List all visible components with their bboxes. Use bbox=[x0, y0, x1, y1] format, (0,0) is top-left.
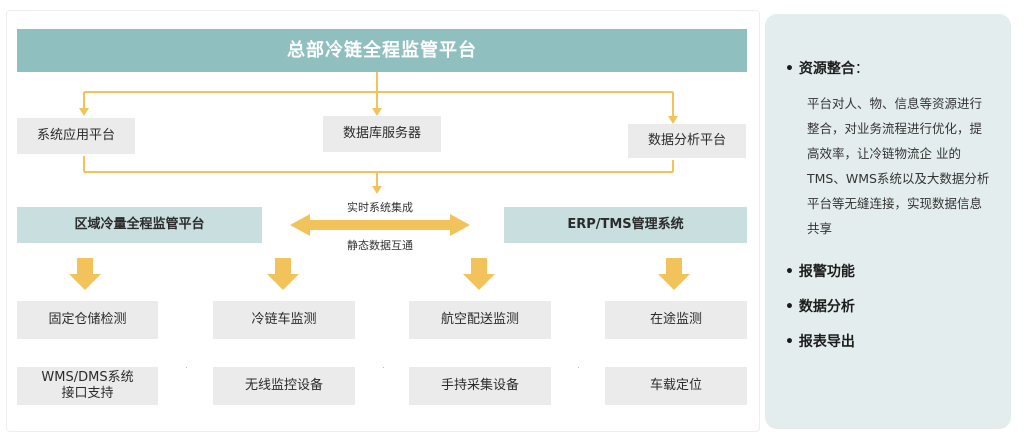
device-wms-dms: WMS/DMS系统 接口支持 bbox=[17, 367, 158, 405]
down-arrow-4 bbox=[658, 258, 690, 290]
down-arrow-1 bbox=[69, 258, 101, 290]
erp-tms-system: ERP/TMS管理系统 bbox=[504, 207, 747, 243]
down-arrow-2 bbox=[267, 258, 299, 290]
tier1-analysis-platform: 数据分析平台 bbox=[628, 124, 746, 158]
arrow-label-bottom: 静态数据互通 bbox=[347, 239, 413, 252]
note-report-title: 报表导出 bbox=[798, 334, 855, 350]
module-coldchain-truck: 冷链车监测 bbox=[213, 301, 355, 339]
note-resource: • 资源整合： bbox=[785, 61, 869, 77]
module-warehouse: 固定仓储检测 bbox=[17, 301, 158, 339]
note-resource-text: 平台对人、物、信息等资源进行整合，对业务流程进行优化，提高效率，让冷链物流企 业… bbox=[807, 96, 990, 236]
note-resource-colon: ： bbox=[854, 61, 869, 77]
module-air-delivery: 航空配送监测 bbox=[409, 301, 551, 339]
regional-platform: 区域冷量全程监管平台 bbox=[17, 207, 262, 243]
device-wireless-monitor: 无线监控设备 bbox=[213, 367, 355, 405]
down-arrow-3 bbox=[463, 258, 495, 290]
note-report: • 报表导出 bbox=[785, 334, 855, 350]
tier1-db-server: 数据库服务器 bbox=[323, 116, 441, 152]
note-analysis-title: 数据分析 bbox=[798, 299, 855, 315]
arrow-label-top: 实时系统集成 bbox=[347, 201, 413, 214]
platform-title: 总部冷链全程监管平台 bbox=[17, 29, 747, 72]
note-alarm-title: 报警功能 bbox=[798, 264, 855, 280]
device-vehicle-gps: 车载定位 bbox=[605, 367, 747, 405]
device-handheld: 手持采集设备 bbox=[409, 367, 551, 405]
tier1-app-platform: 系统应用平台 bbox=[17, 118, 135, 154]
note-analysis: • 数据分析 bbox=[785, 299, 855, 315]
note-alarm: • 报警功能 bbox=[785, 264, 855, 280]
note-resource-title: 资源整合 bbox=[798, 61, 855, 77]
feature-notes-panel: • 资源整合： 平台对人、物、信息等资源进行整合，对业务流程进行优化，提高效率，… bbox=[765, 14, 1011, 429]
double-arrow-shape bbox=[290, 214, 470, 236]
module-in-transit: 在途监测 bbox=[605, 301, 747, 339]
